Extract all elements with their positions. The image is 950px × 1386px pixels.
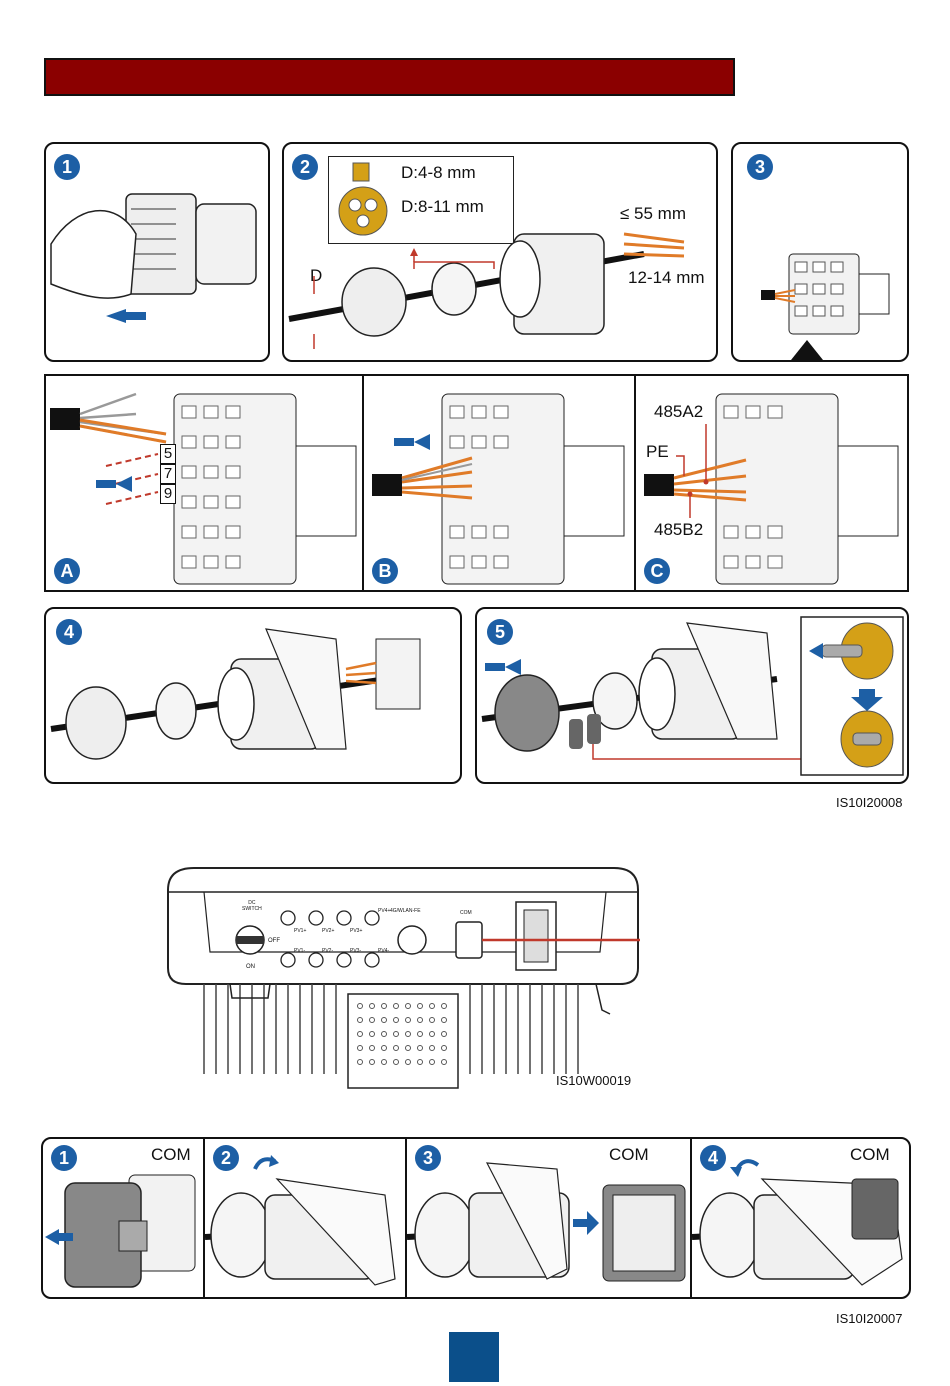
gland-tightening-illustration	[477, 609, 907, 782]
step-3-panel: 3	[731, 142, 909, 362]
substep-badge: B	[372, 558, 398, 584]
step-5-panel: 5	[475, 607, 909, 784]
pv4-plus-label: PV4+	[378, 908, 390, 914]
connector-removal-illustration	[46, 144, 268, 360]
substep-a: 5 7 9 A	[46, 376, 362, 590]
pv1-plus-label: PV1+	[294, 928, 306, 934]
connector-assembly-illustration	[46, 609, 460, 782]
cable-assembly-illustration	[284, 144, 716, 360]
header-bar	[44, 58, 735, 96]
pv3-minus-label: PV3-	[350, 948, 361, 954]
terminal-wiring-a-illustration	[46, 376, 362, 590]
step-1-panel: 1	[44, 142, 270, 362]
terminal-block-illustration	[733, 144, 907, 360]
figure-code: IS10W00019	[556, 1073, 631, 1088]
pin-label-7: 7	[160, 464, 176, 484]
footer-block	[449, 1332, 499, 1382]
terminal-wiring-b-illustration	[364, 376, 634, 590]
dc-switch-label: DC SWITCH	[242, 900, 262, 912]
pv4-minus-label: PV4-	[378, 948, 389, 954]
substep-c: 485A2 PE 485B2 C	[636, 376, 907, 590]
com-port-label: COM	[460, 910, 472, 916]
pin-label-9: 9	[160, 484, 176, 504]
on-label: ON	[246, 964, 255, 970]
off-label: OFF	[268, 938, 280, 944]
figure-code: IS10I20008	[836, 795, 903, 810]
com-step-4: 4 COM	[692, 1139, 909, 1297]
pv2-plus-label: PV2+	[322, 928, 334, 934]
close-latch-illustration	[692, 1139, 909, 1297]
remove-cover-illustration	[43, 1139, 203, 1297]
inverter-illustration	[164, 860, 644, 1090]
open-latch-illustration	[205, 1139, 405, 1297]
com-step-3: 3 COM	[407, 1139, 690, 1297]
pin-485a2-label: 485A2	[654, 402, 703, 422]
com-step-2: 2	[205, 1139, 405, 1297]
wlan-port-label: 4G/WLAN-FE	[390, 908, 421, 914]
substep-badge: C	[644, 558, 670, 584]
pv2-minus-label: PV2-	[322, 948, 333, 954]
substep-badge: A	[54, 558, 80, 584]
insert-connector-illustration	[407, 1139, 690, 1297]
step-2-panel: 2 D:4-8 mm D:8-11 mm D ≤ 55 mm 12-14 mm	[282, 142, 718, 362]
pv1-minus-label: PV1-	[294, 948, 305, 954]
pin-pe-label: PE	[646, 442, 669, 462]
inverter-diagram: DC SWITCH OFF ON PV1+ PV2+ PV3+ PV4+ PV1…	[164, 860, 644, 1090]
figure-code: IS10I20007	[836, 1311, 903, 1326]
pin-label-5: 5	[160, 444, 176, 464]
pv3-plus-label: PV3+	[350, 928, 362, 934]
step-4-panel: 4	[44, 607, 462, 784]
pin-485b2-label: 485B2	[654, 520, 703, 540]
com-step-1: 1 COM	[43, 1139, 203, 1297]
substep-b: B	[364, 376, 634, 590]
